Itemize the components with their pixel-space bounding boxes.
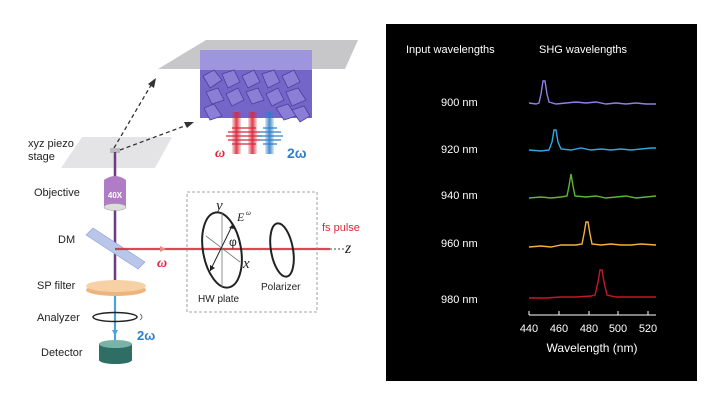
- x-tick-520: 520: [639, 323, 657, 335]
- row-label-940: 940 nm: [441, 190, 478, 202]
- omega-label-top: ω: [215, 146, 225, 161]
- objective-lens: 40X: [103, 176, 127, 211]
- spectrum-960nm: [528, 221, 657, 248]
- x-axis-label: Wavelength (nm): [547, 341, 638, 355]
- zoom-arrows: [113, 79, 191, 151]
- row-label-980: 980 nm: [441, 294, 478, 306]
- spectrum-900nm: [528, 80, 656, 105]
- x-axis: [528, 311, 656, 316]
- spectrum-920nm: [528, 129, 656, 152]
- header-input-wavelengths: Input wavelengths: [406, 44, 495, 56]
- z-axis-label: z: [344, 240, 352, 257]
- detector: [99, 340, 132, 364]
- stage-label-line2: stage: [28, 151, 55, 163]
- analyzer: [92, 311, 138, 323]
- x-tick-480: 480: [580, 323, 598, 335]
- two-omega-label-bottom: 2ω: [137, 328, 155, 343]
- sp-filter: [86, 280, 146, 296]
- polarization-control-box: [186, 191, 318, 313]
- omega-label-dm: ω: [157, 256, 167, 271]
- two-omega-label-top: 2ω: [287, 145, 307, 161]
- field-label: E: [236, 210, 245, 224]
- omega-beam-pulses: [226, 112, 262, 154]
- row-label-900: 900 nm: [441, 97, 478, 109]
- phi-label: φ: [229, 235, 237, 249]
- field-superscript: ω: [246, 209, 251, 217]
- objective-label: Objective: [34, 187, 80, 199]
- polarizer: [269, 222, 295, 278]
- hw-plate-label: HW plate: [198, 294, 240, 305]
- dm-label: DM: [58, 234, 75, 246]
- y-axis-label: y: [214, 198, 223, 214]
- x-axis-label: x: [242, 256, 250, 272]
- sp-filter-label: SP filter: [37, 280, 76, 292]
- spectrum-940nm: [528, 173, 657, 199]
- stage-label-line1: xyz piezo: [28, 138, 74, 150]
- svg-text:40X: 40X: [108, 191, 123, 200]
- analyzer-label: Analyzer: [37, 312, 80, 324]
- detector-label: Detector: [41, 347, 83, 359]
- x-tick-500: 500: [609, 323, 627, 335]
- perovskite-crystal: [200, 50, 312, 123]
- x-tick-460: 460: [550, 323, 568, 335]
- row-label-960: 960 nm: [441, 238, 478, 250]
- header-shg-wavelengths: SHG wavelengths: [539, 44, 628, 56]
- half-wave-plate: [201, 211, 243, 289]
- polarizer-label: Polarizer: [261, 282, 301, 293]
- x-tick-440: 440: [520, 323, 538, 335]
- two-omega-beam-pulse: [257, 112, 283, 154]
- shg-spectra-panel: Input wavelengths SHG wavelengths 900 nm…: [386, 24, 697, 381]
- row-label-920: 920 nm: [441, 144, 478, 156]
- spectrum-980nm: [529, 269, 656, 299]
- shg-microscope-setup-diagram: ω 2ω xyz piezo stage 40X Objective DM ω …: [28, 40, 360, 364]
- fs-pulse-label: fs pulse: [322, 222, 360, 234]
